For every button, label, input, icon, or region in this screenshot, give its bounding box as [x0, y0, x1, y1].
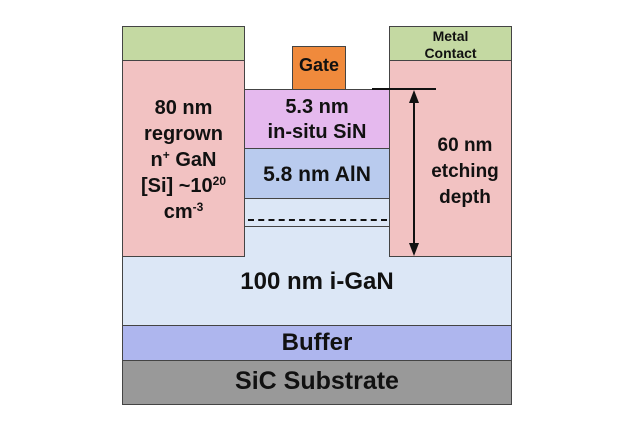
regrowth-label-line5: cm-3: [122, 200, 245, 223]
sin-type-label: in-situ SiN: [267, 121, 367, 143]
aln-barrier-label: 5.8 nm AlN: [263, 163, 371, 186]
gate-electrode: [292, 46, 346, 90]
etch-depth-label-line3: depth: [439, 187, 491, 208]
sin-thickness-label: 5.3 nm: [285, 96, 349, 118]
sic-substrate-label: SiC Substrate: [235, 367, 399, 395]
metal-contact-label-line1: Metal: [432, 28, 469, 44]
regrowth-label-line2: regrown: [144, 123, 223, 145]
regrowth-line4-sup: 20: [212, 174, 227, 189]
regrowth-line4-base: [Si] ~10: [140, 175, 213, 197]
regrowth-label-line1: 80 nm: [154, 97, 213, 119]
metal-contact-left: [122, 26, 245, 61]
regrowth-line5-base: cm: [163, 201, 193, 223]
sin-passivation-layer: [244, 89, 390, 149]
regrowth-line5-sup: -3: [192, 200, 204, 215]
metal-contact-label-line2: Contact: [424, 45, 477, 61]
i-gan-label: 100 nm i-GaN: [240, 268, 394, 295]
regrowth-line3-sup: +: [162, 148, 170, 163]
etch-reference-line: [372, 88, 436, 90]
buffer-label: Buffer: [281, 329, 353, 356]
buffer-layer: [122, 325, 512, 361]
regrown-gan-left: [122, 60, 245, 257]
regrowth-label-line4: [Si] ~1020: [122, 174, 245, 197]
etch-depth-arrow: [409, 90, 419, 256]
regrowth-line3-rest: GaN: [169, 149, 217, 171]
etch-depth-label-line2: etching: [431, 161, 499, 182]
regrowth-label-line3: n+ GaN: [122, 148, 245, 171]
regrowth-line3-base: n: [150, 149, 163, 171]
aln-barrier-layer: [244, 148, 390, 199]
i-gan-upper-region: [244, 198, 390, 227]
etch-depth-label-line1: 60 nm: [437, 135, 493, 156]
gate-label: Gate: [298, 55, 340, 75]
metal-contact-right: [389, 26, 512, 61]
2deg-dashed-line: [248, 219, 387, 221]
